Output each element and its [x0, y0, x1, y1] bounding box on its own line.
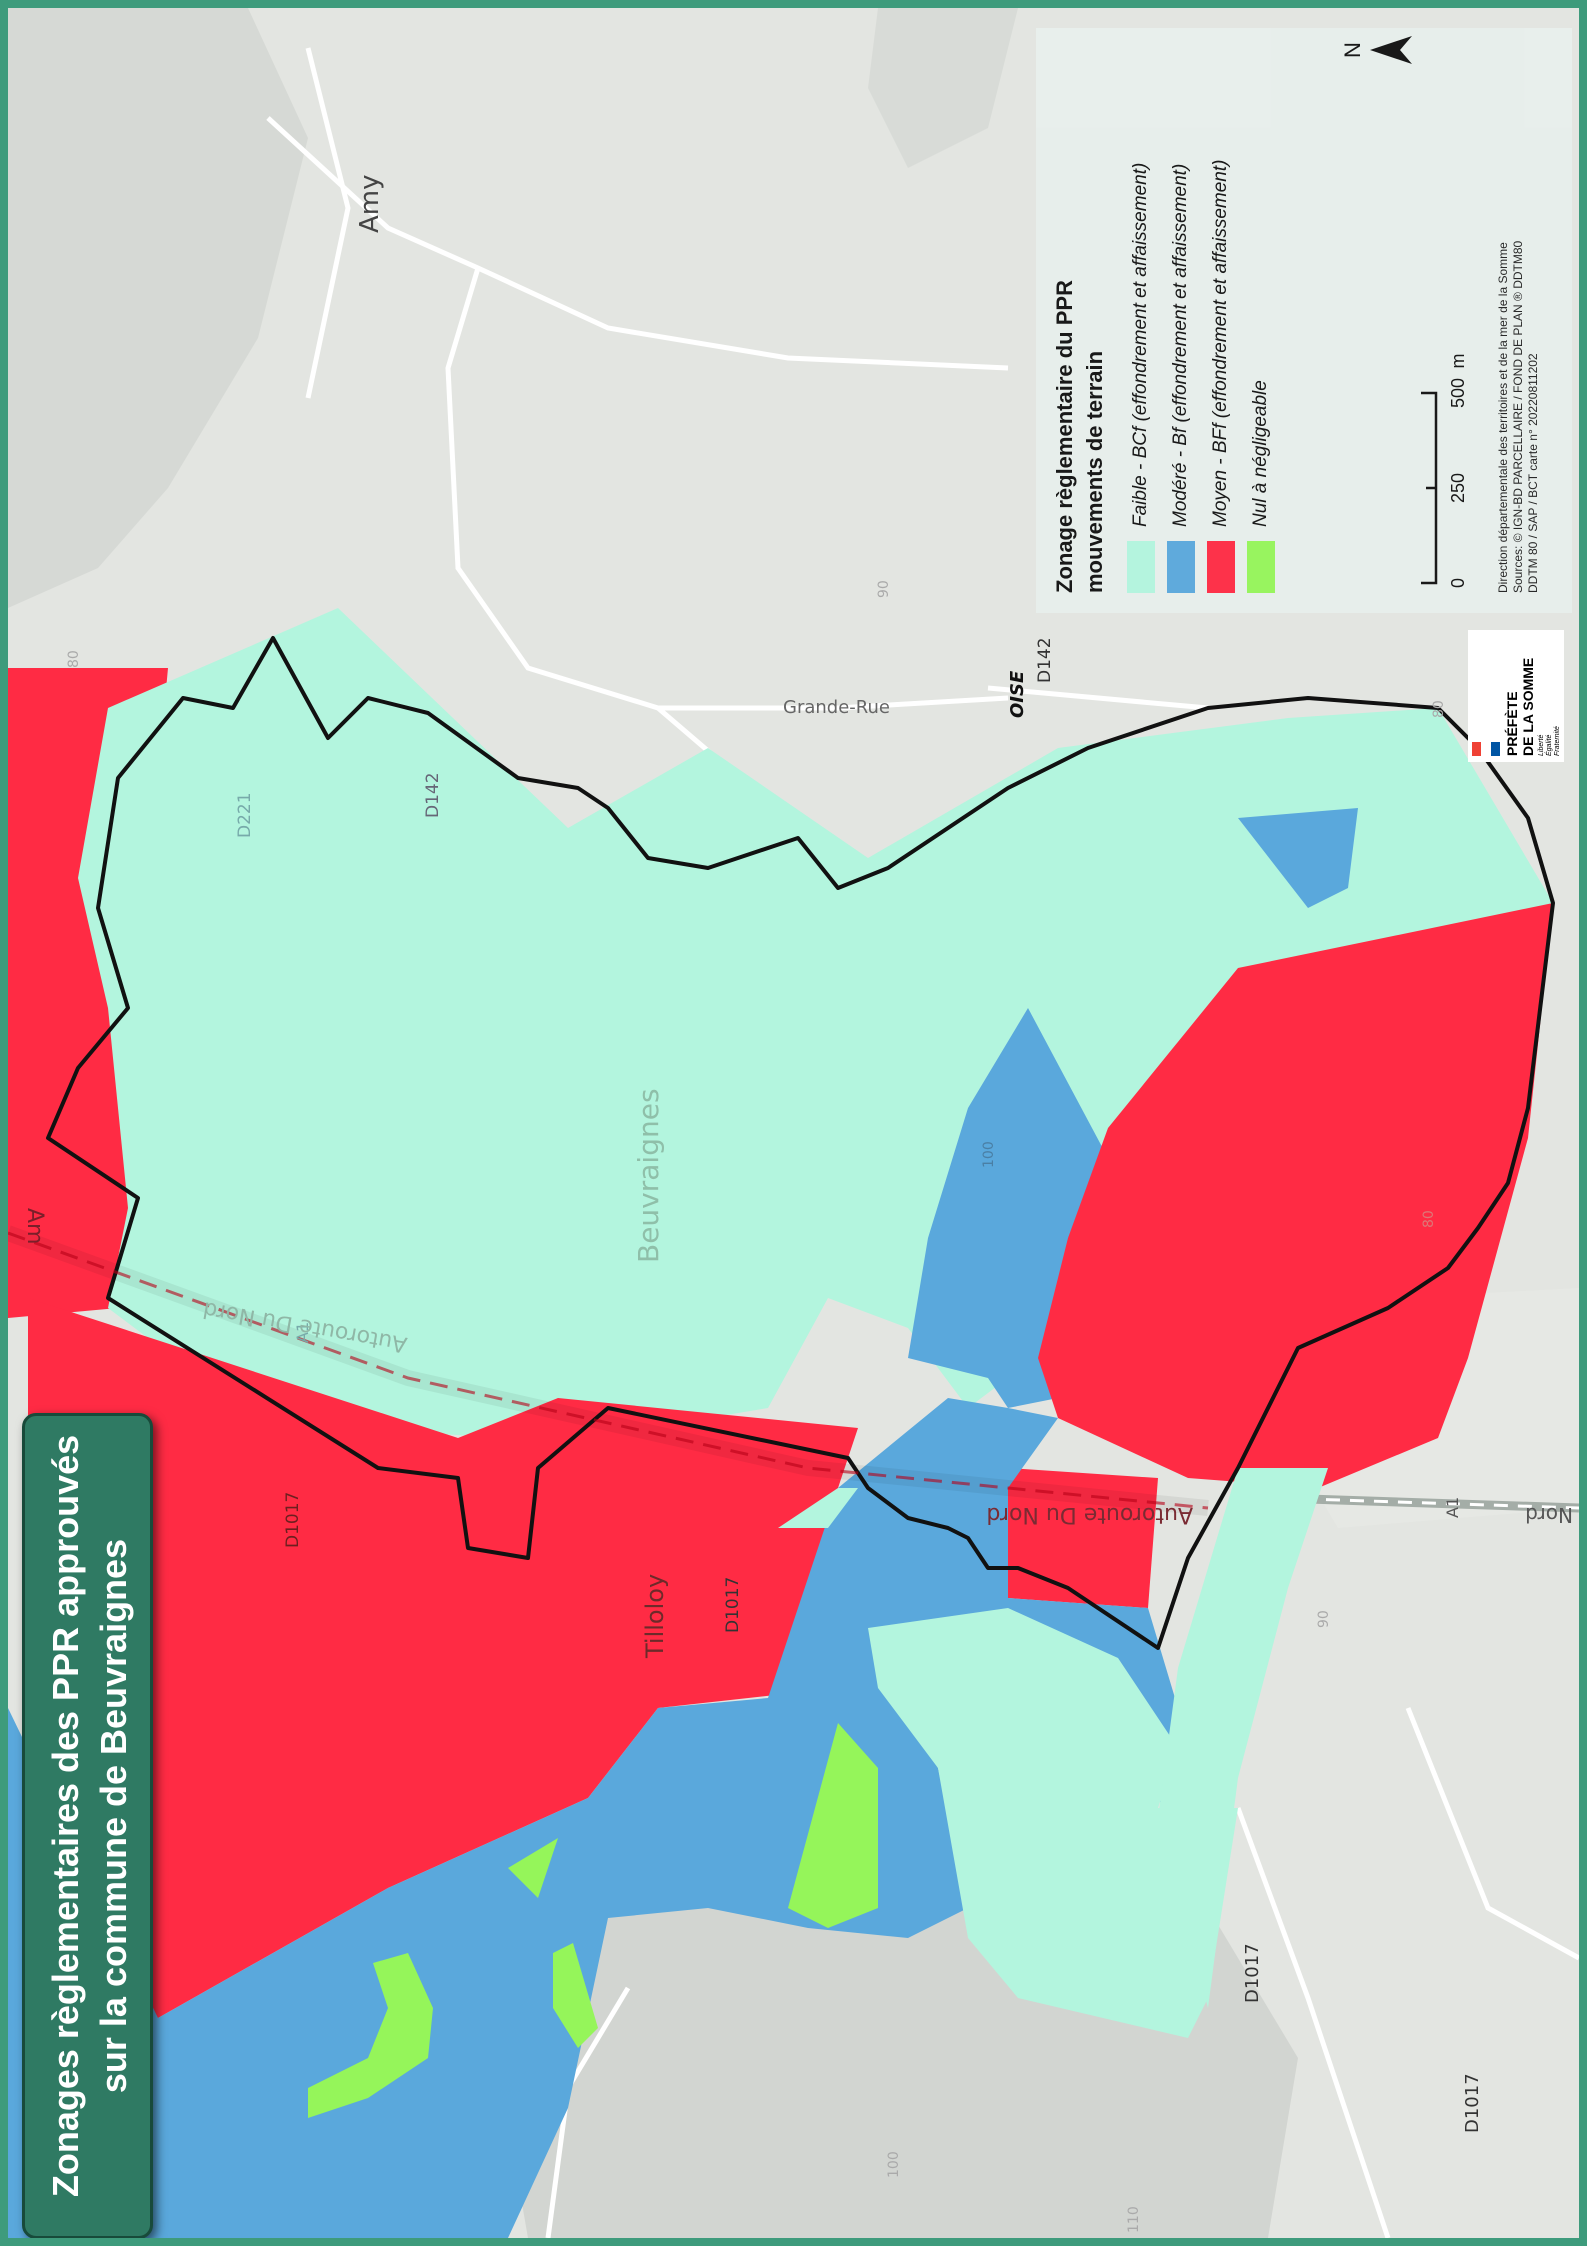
legend-label-faible: Faible - BCf (effondrement et affaisseme…	[1130, 162, 1151, 527]
motto-egalite: Égalité	[1546, 734, 1553, 756]
prefecture-name: PRÉFÈTE DE LA SOMME	[1504, 636, 1536, 756]
legend-label-nul: Nul à négligeable	[1250, 380, 1271, 527]
commune-boundary	[46, 636, 1555, 1650]
scale-tick-500: 500	[1448, 378, 1468, 408]
label-contour-80-a: 80	[66, 650, 82, 668]
legend-title: Zonage règlementaire du PPR mouvements d…	[1050, 53, 1110, 593]
label-contour-80-b: 80	[1431, 700, 1447, 718]
label-a1-a: A1	[293, 1322, 312, 1343]
legend-item-faible: Faible - BCf (effondrement et affaisseme…	[1126, 163, 1156, 593]
zone-nul-negligeable	[553, 1943, 598, 2048]
legend-title-line2: mouvements de terrain	[1082, 350, 1107, 593]
label-d1017-c: D1017	[1242, 1943, 1263, 2003]
source-line-3: DDTM 80 / SAP / BCT carte n° 20220811202	[1526, 353, 1540, 593]
legend-item-moyen: Moyen - BFf (effondrement et affaissemen…	[1206, 159, 1236, 593]
legend-label-modere: Modéré - Bf (effondrement et affaissemen…	[1170, 163, 1191, 527]
prefecture-logo: PRÉFÈTE DE LA SOMME Liberté Égalité Frat…	[1468, 630, 1564, 762]
legend-item-nul: Nul à négligeable	[1246, 380, 1276, 593]
label-contour-80-c: 80	[1421, 1210, 1437, 1228]
label-d1017-d: D1017	[1462, 2073, 1483, 2133]
scale-tick-0: 0	[1448, 578, 1468, 588]
scale-bar: 0 250 500 m	[1421, 354, 1468, 588]
prefecture-logo-content: PRÉFÈTE DE LA SOMME Liberté Égalité Frat…	[1468, 630, 1564, 762]
label-d221: D221	[235, 792, 255, 838]
legend-panel: Zonage règlementaire du PPR mouvements d…	[1036, 28, 1572, 613]
motto-liberte: Liberté	[1538, 734, 1545, 756]
scale-unit: m	[1448, 354, 1468, 369]
north-arrow-icon: N	[1340, 36, 1412, 64]
prefecture-name-line1: PRÉFÈTE	[1504, 691, 1520, 756]
zone-moyen-bff	[1008, 1468, 1158, 1608]
label-d142-b: D142	[423, 772, 443, 818]
label-grande-rue: Grande-Rue	[783, 697, 890, 718]
legend-swatch-nul	[1247, 541, 1275, 593]
source-line-1: Direction départementale des territoires…	[1496, 242, 1510, 593]
autoroute-centerline	[8, 1231, 1209, 1510]
zone-nul-negligeable	[788, 1723, 878, 1928]
source-line-2: Sources: © IGN-BD PARCELLAIRE / FOND DE …	[1511, 240, 1525, 593]
label-amy: Amy	[355, 175, 385, 234]
legend-swatch-moyen	[1207, 541, 1235, 593]
zone-faible-bcf	[1158, 1468, 1328, 2008]
label-contour-100-b: 100	[886, 2151, 902, 2178]
source-credits: Direction départementale des territoires…	[1496, 33, 1541, 593]
zone-modere-bf	[1238, 808, 1358, 908]
legend-label-moyen: Moyen - BFf (effondrement et affaissemen…	[1210, 159, 1231, 528]
scale-tick-250: 250	[1448, 473, 1468, 503]
legend-swatch-modere	[1167, 541, 1195, 593]
zone-faible-bcf	[778, 1488, 858, 1528]
label-oise: OISE	[1007, 670, 1028, 718]
map-title: Zonages règlementaires des PPR approuvés…	[35, 1421, 145, 2211]
zone-nul-negligeable	[508, 1838, 558, 1898]
label-nord: Nord	[1525, 1503, 1573, 1527]
legend-swatch-faible	[1127, 541, 1155, 593]
motto-fraternite: Fraternité	[1554, 726, 1561, 756]
label-beuvraignes: Beuvraignes	[632, 1088, 665, 1263]
label-am: Am	[22, 1208, 47, 1244]
label-autoroute-b: Autoroute Du Nord	[986, 1502, 1193, 1527]
label-contour-110: 110	[1126, 2206, 1142, 2233]
forest-area	[8, 8, 308, 608]
legend-title-line1: Zonage règlementaire du PPR	[1052, 280, 1077, 593]
map-frame: Amy Beuvraignes Tilloloy Grande-Rue OISE…	[8, 8, 1579, 2238]
zone-moyen-bff	[28, 1298, 858, 2088]
zone-faible-bcf	[868, 1608, 1238, 2038]
marianne-flag-icon	[1472, 742, 1500, 756]
label-d1017-b: D1017	[723, 1577, 743, 1633]
legend-item-modere: Modéré - Bf (effondrement et affaissemen…	[1166, 164, 1196, 593]
prefecture-name-line2: DE LA SOMME	[1520, 657, 1536, 756]
label-contour-90-a: 90	[876, 580, 892, 598]
zone-moyen-bff	[1038, 903, 1553, 1488]
forest-area	[868, 8, 1018, 168]
map-title-line1: Zonages règlementaires des PPR approuvés	[45, 1434, 86, 2198]
north-label: N	[1340, 42, 1365, 58]
label-d142-a: D142	[1035, 637, 1055, 683]
legend-content: Zonage règlementaire du PPR mouvements d…	[1036, 28, 1572, 613]
highway-centerline	[1277, 1496, 1579, 1510]
label-d1017-a: D1017	[283, 1492, 303, 1548]
label-contour-100-a: 100	[981, 1141, 997, 1168]
map-title-box: Zonages règlementaires des PPR approuvés…	[22, 1413, 153, 2238]
label-contour-90-b: 90	[1316, 1610, 1332, 1628]
label-tilloloy: Tilloloy	[641, 1574, 669, 1659]
zone-nul-negligeable	[308, 1953, 433, 2118]
prefecture-motto: Liberté Égalité Fraternité	[1538, 696, 1562, 756]
map-title-line2: sur la commune de Beuvraignes	[93, 1538, 134, 2094]
label-a1-b: A1	[1443, 1497, 1462, 1518]
